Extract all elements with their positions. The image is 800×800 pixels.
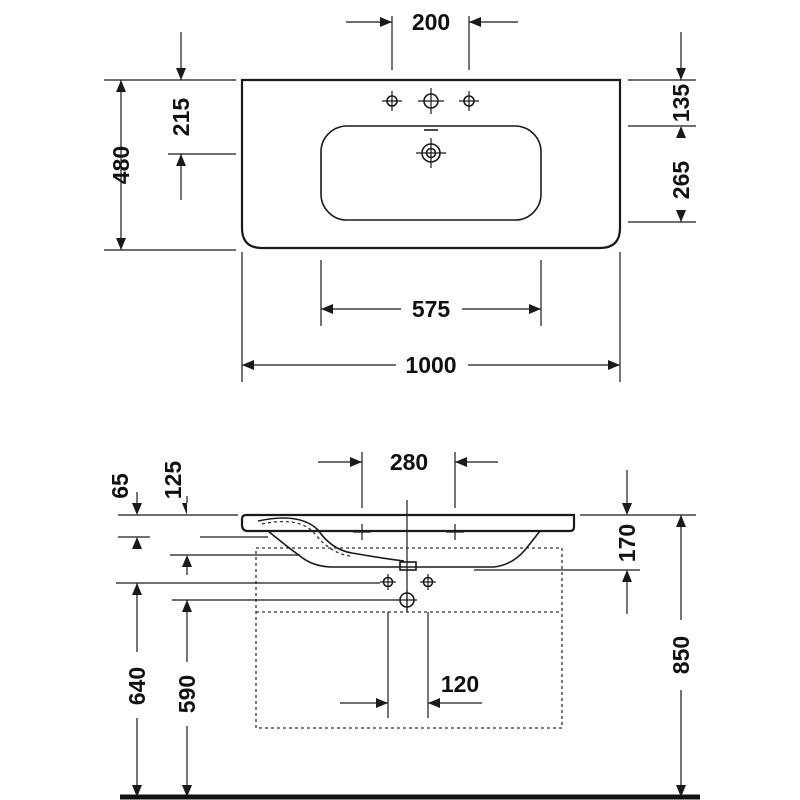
dim-rear-to-bowl: 135 [628, 32, 696, 223]
dim-label: 590 [174, 675, 200, 713]
tap-hole-left-icon [382, 91, 402, 111]
dim-tap-height: 125 [160, 461, 192, 575]
dim-label: 200 [412, 9, 450, 35]
tap-hole-center-icon [418, 88, 444, 114]
bowl-outline-top [320, 125, 542, 221]
dim-label: 480 [108, 146, 134, 184]
dim-label: 125 [160, 461, 186, 500]
dim-tap-spacing-side: 280 [318, 449, 498, 508]
dim-waste-height-b: 590 [174, 600, 200, 797]
dim-label: 170 [614, 524, 640, 562]
basin-bowl-side [267, 530, 541, 568]
dim-label: 850 [668, 636, 694, 674]
dim-rim-offset: 65 [107, 473, 142, 549]
dim-total-width: 1000 [241, 252, 621, 382]
dim-waste-width: 120 [340, 612, 482, 718]
dim-label: 1000 [405, 352, 456, 378]
dim-depth-total: 480 [104, 79, 236, 251]
dim-label: 215 [168, 98, 194, 137]
tap-hole-side-right-icon [446, 524, 464, 540]
dim-label: 575 [412, 296, 451, 322]
dim-bowl-height: 170 [614, 470, 640, 614]
dim-depth-to-tap: 215 [168, 32, 236, 200]
dim-label: 65 [107, 473, 133, 499]
dim-bowl-width: 575 [320, 260, 542, 326]
trap-icon [380, 574, 436, 612]
tap-hole-side-left-icon [353, 524, 371, 540]
waste-outlet-icon [399, 561, 417, 571]
vanity-cabinet [255, 547, 563, 729]
dim-label: 120 [441, 671, 479, 697]
dim-waste-height-a: 640 [124, 583, 150, 797]
dim-bowl-depth: 265 [668, 161, 694, 222]
top-view: 200 480 215 135 [104, 9, 696, 382]
basin-rim-side [240, 513, 576, 533]
dim-label: 280 [390, 449, 428, 475]
side-view: 280 65 125 640 [107, 449, 700, 800]
dim-label: 135 [668, 84, 694, 123]
dim-tap-spacing-top: 200 [346, 9, 518, 70]
dim-label: 640 [124, 667, 150, 705]
basin-outline-top [240, 78, 622, 250]
dim-total-height: 850 [668, 515, 694, 797]
tap-hole-right-icon [459, 91, 479, 111]
dim-label: 265 [668, 161, 694, 200]
